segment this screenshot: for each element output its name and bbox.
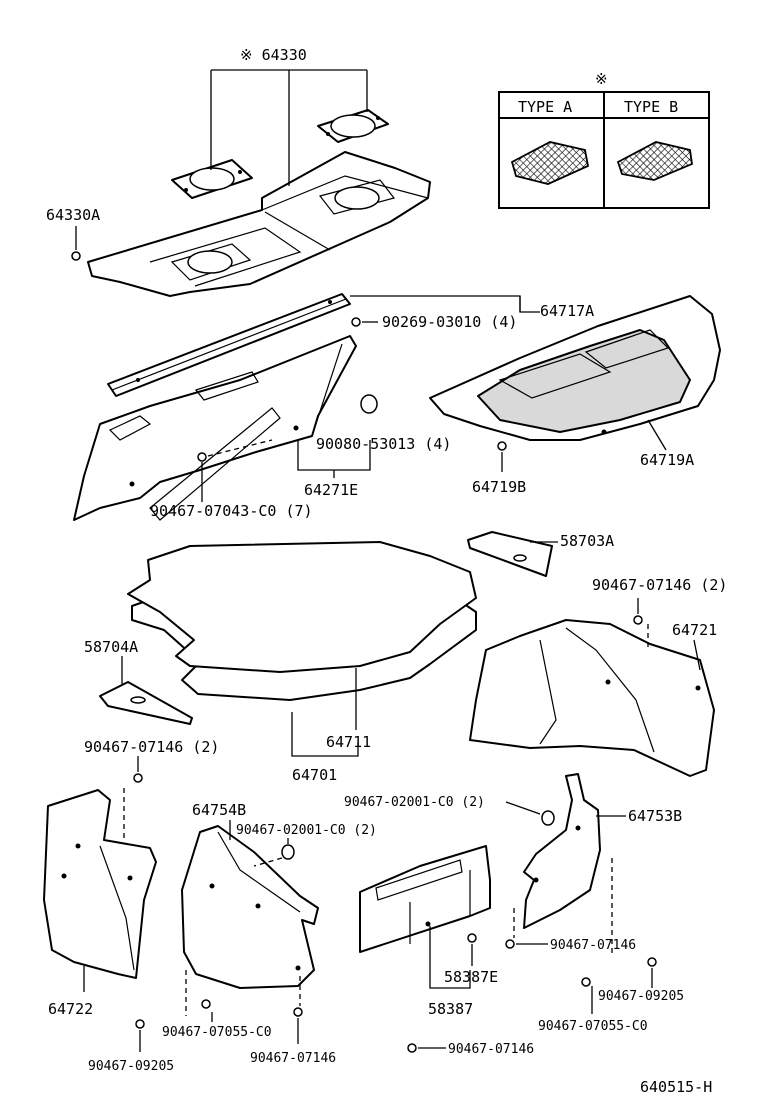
clip-58387E[interactable] bbox=[467, 933, 477, 966]
clip-90467-07146-c[interactable] bbox=[505, 908, 548, 949]
leader-58387 bbox=[429, 926, 471, 989]
label-90269-03010: 90269-03010 (4) bbox=[382, 313, 517, 331]
clip-90467-07146-2b[interactable] bbox=[123, 756, 143, 840]
label-90467-02001-a: 90467-02001-C0 (2) bbox=[344, 795, 485, 810]
clip-64719B[interactable] bbox=[497, 441, 507, 472]
side-trim-64721[interactable] bbox=[469, 619, 715, 777]
label-90467-07055-a: 90467-07055-C0 bbox=[162, 1025, 272, 1040]
type-table-marker: ※ bbox=[595, 70, 608, 88]
clip-90467-02001-b[interactable] bbox=[253, 838, 295, 867]
clip-90467-09205-b[interactable] bbox=[611, 858, 657, 988]
type-table: ※ TYPE A TYPE B bbox=[498, 70, 710, 209]
leader-64271E bbox=[297, 440, 371, 478]
label-64753B: 64753B bbox=[628, 807, 682, 825]
label-90467-02001-b: 90467-02001-C0 (2) bbox=[236, 823, 377, 838]
label-64717A: 64717A bbox=[540, 302, 594, 320]
label-90467-07146-d: 90467-07146 bbox=[250, 1051, 336, 1066]
label-64719B: 64719B bbox=[472, 478, 526, 496]
clip-90467-07055-b[interactable] bbox=[581, 977, 593, 1014]
label-64722: 64722 bbox=[48, 1000, 93, 1018]
speaker-cover-right[interactable] bbox=[317, 109, 389, 143]
clip-90467-07146-e[interactable] bbox=[407, 1043, 446, 1053]
speaker-cover-left[interactable] bbox=[171, 159, 253, 199]
clip-90467-07043[interactable] bbox=[197, 439, 273, 502]
clip-90467-07146-d[interactable] bbox=[293, 976, 303, 1044]
panel-58387[interactable] bbox=[359, 845, 491, 953]
cover-58703A[interactable] bbox=[467, 531, 553, 577]
label-64711: 64711 bbox=[326, 733, 371, 751]
leader-64721 bbox=[693, 639, 701, 671]
label-58387E: 58387E bbox=[444, 968, 498, 986]
label-64271E: 64271E bbox=[304, 481, 358, 499]
label-90467-07146-2a: 90467-07146 (2) bbox=[592, 576, 727, 594]
trunk-lid-trim-64719A[interactable] bbox=[429, 295, 721, 441]
label-90467-09205-a: 90467-09205 bbox=[88, 1059, 174, 1074]
clip-90467-07055-a[interactable] bbox=[201, 999, 213, 1022]
side-trim-64754B[interactable] bbox=[181, 825, 319, 989]
label-64719A: 64719A bbox=[640, 451, 694, 469]
label-90080-53013: 90080-53013 (4) bbox=[316, 435, 451, 453]
package-tray-rail-64717A[interactable] bbox=[107, 293, 351, 397]
label-58703A: 58703A bbox=[560, 532, 614, 550]
clip-90080[interactable] bbox=[360, 394, 378, 414]
label-90467-09205-b: 90467-09205 bbox=[598, 989, 684, 1004]
speaker-opening-right bbox=[318, 179, 396, 215]
label-64721: 64721 bbox=[672, 621, 717, 639]
cover-58704A[interactable] bbox=[99, 681, 193, 725]
screw-90269[interactable] bbox=[351, 317, 378, 327]
clip-90467-02001-a[interactable] bbox=[505, 801, 555, 826]
label-64701: 64701 bbox=[292, 766, 337, 784]
clip-90467-07146-2a[interactable] bbox=[633, 598, 649, 650]
label-58704A: 58704A bbox=[84, 638, 138, 656]
speaker-opening-left bbox=[170, 243, 252, 281]
leader-64719A bbox=[647, 419, 667, 451]
label-64330A: 64330A bbox=[46, 206, 100, 224]
package-tray-trim[interactable] bbox=[87, 151, 431, 297]
trim-panel-64271E[interactable] bbox=[73, 335, 357, 521]
side-trim-64722[interactable] bbox=[43, 789, 157, 979]
label-90467-07146-e: 90467-07146 bbox=[448, 1042, 534, 1057]
clip-64330A[interactable] bbox=[71, 226, 81, 261]
label-64330: ※ 64330 bbox=[240, 46, 307, 64]
label-90467-07043: 90467-07043-C0 (7) bbox=[150, 502, 313, 520]
side-trim-64753B[interactable] bbox=[523, 773, 601, 929]
diagram-code: 640515-H bbox=[640, 1078, 712, 1096]
label-90467-07146-c: 90467-07146 bbox=[550, 938, 636, 953]
type-b-header: TYPE B bbox=[624, 98, 678, 116]
trunk-floor-mat-64711[interactable] bbox=[127, 541, 477, 673]
clip-90467-09205-a[interactable] bbox=[135, 970, 187, 1052]
label-90467-07055-b: 90467-07055-C0 bbox=[538, 1019, 648, 1034]
leader-64711-64701 bbox=[291, 668, 359, 757]
leader-64330 bbox=[210, 69, 368, 186]
type-a-grille-icon bbox=[510, 141, 590, 185]
type-a-header: TYPE A bbox=[518, 98, 572, 116]
label-90467-07146-2b: 90467-07146 (2) bbox=[84, 738, 219, 756]
leader-64717A bbox=[350, 295, 540, 313]
type-b-grille-icon bbox=[616, 141, 693, 181]
label-58387: 58387 bbox=[428, 1000, 473, 1018]
label-64754B: 64754B bbox=[192, 801, 246, 819]
